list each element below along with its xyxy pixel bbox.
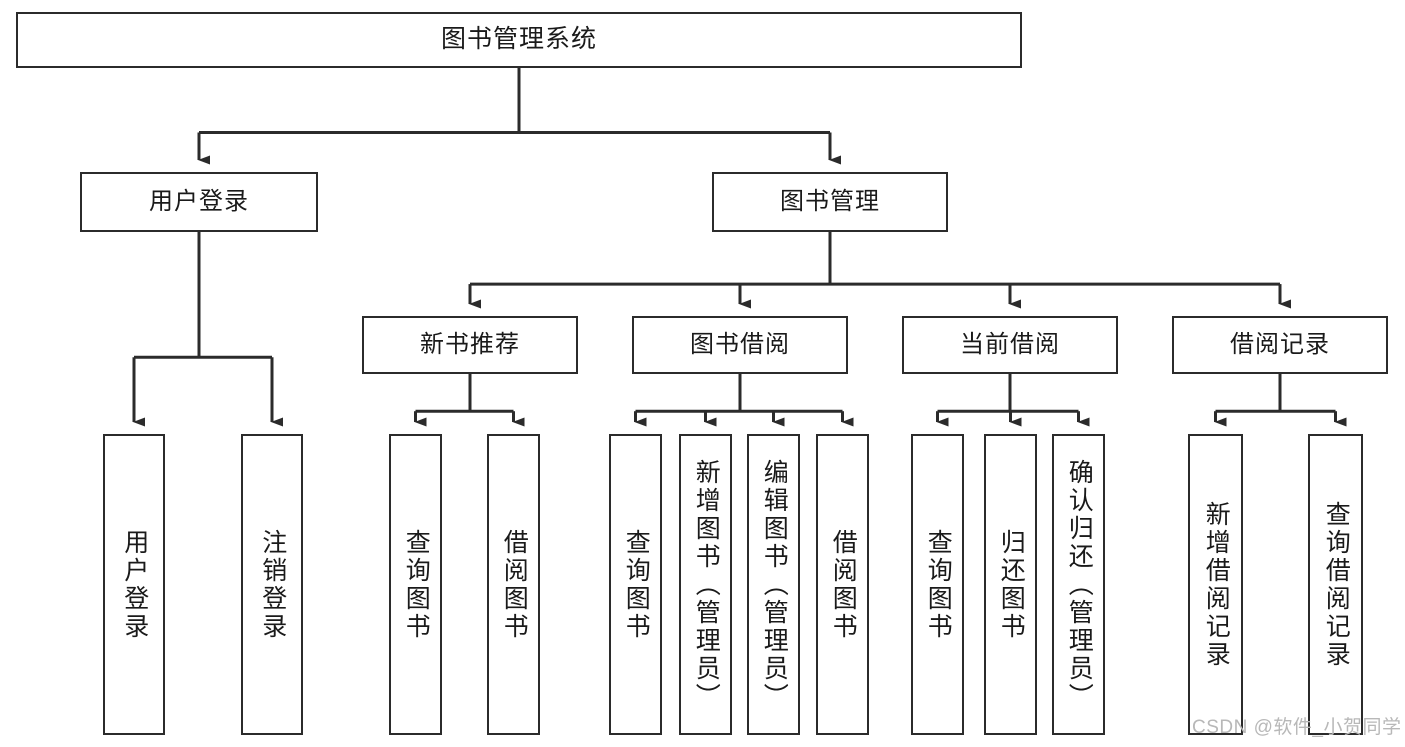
node-label: 用户登录	[149, 187, 249, 215]
node-leaf-add-book[interactable]: 新增图书（管理员）	[679, 434, 732, 735]
node-label: 归还图书	[997, 528, 1026, 641]
node-label: 查询借阅记录	[1322, 500, 1351, 669]
node-label: 确认归还（管理员）	[1065, 458, 1094, 711]
node-label: 查询图书	[402, 528, 431, 641]
node-leaf-query-book-1[interactable]: 查询图书	[389, 434, 442, 735]
node-book-manage[interactable]: 图书管理	[712, 172, 948, 232]
csdn-watermark: CSDN @软件_小贺同学	[1192, 717, 1402, 738]
node-leaf-query-record[interactable]: 查询借阅记录	[1308, 434, 1363, 735]
node-leaf-query-book-3[interactable]: 查询图书	[911, 434, 964, 735]
node-current-borrow[interactable]: 当前借阅	[902, 316, 1118, 374]
node-leaf-logout[interactable]: 注销登录	[241, 434, 303, 735]
node-label: 新书推荐	[420, 330, 520, 358]
node-label: 图书管理系统	[440, 25, 597, 54]
node-label: 查询图书	[924, 528, 953, 641]
node-root[interactable]: 图书管理系统	[16, 12, 1022, 68]
node-label: 借阅图书	[829, 528, 858, 641]
node-label: 新增图书（管理员）	[692, 458, 721, 711]
node-label: 注销登录	[258, 528, 287, 641]
node-label: 编辑图书（管理员）	[760, 458, 789, 711]
node-leaf-confirm-return[interactable]: 确认归还（管理员）	[1052, 434, 1105, 735]
node-label: 查询图书	[622, 528, 651, 641]
node-book-borrow[interactable]: 图书借阅	[632, 316, 848, 374]
node-leaf-user-login[interactable]: 用户登录	[103, 434, 165, 735]
node-leaf-borrow-book-2[interactable]: 借阅图书	[816, 434, 869, 735]
node-leaf-return-book[interactable]: 归还图书	[984, 434, 1037, 735]
node-label: 借阅记录	[1230, 330, 1330, 358]
node-label: 图书借阅	[690, 330, 790, 358]
node-label: 新增借阅记录	[1202, 500, 1231, 669]
node-borrow-record[interactable]: 借阅记录	[1172, 316, 1388, 374]
node-label: 当前借阅	[960, 330, 1060, 358]
node-label: 图书管理	[780, 187, 880, 215]
node-new-book-rec[interactable]: 新书推荐	[362, 316, 578, 374]
node-label: 借阅图书	[500, 528, 529, 641]
node-leaf-query-book-2[interactable]: 查询图书	[609, 434, 662, 735]
node-user-login[interactable]: 用户登录	[80, 172, 318, 232]
node-leaf-add-record[interactable]: 新增借阅记录	[1188, 434, 1243, 735]
node-label: 用户登录	[120, 528, 149, 641]
node-leaf-edit-book[interactable]: 编辑图书（管理员）	[747, 434, 800, 735]
node-leaf-borrow-book-1[interactable]: 借阅图书	[487, 434, 540, 735]
